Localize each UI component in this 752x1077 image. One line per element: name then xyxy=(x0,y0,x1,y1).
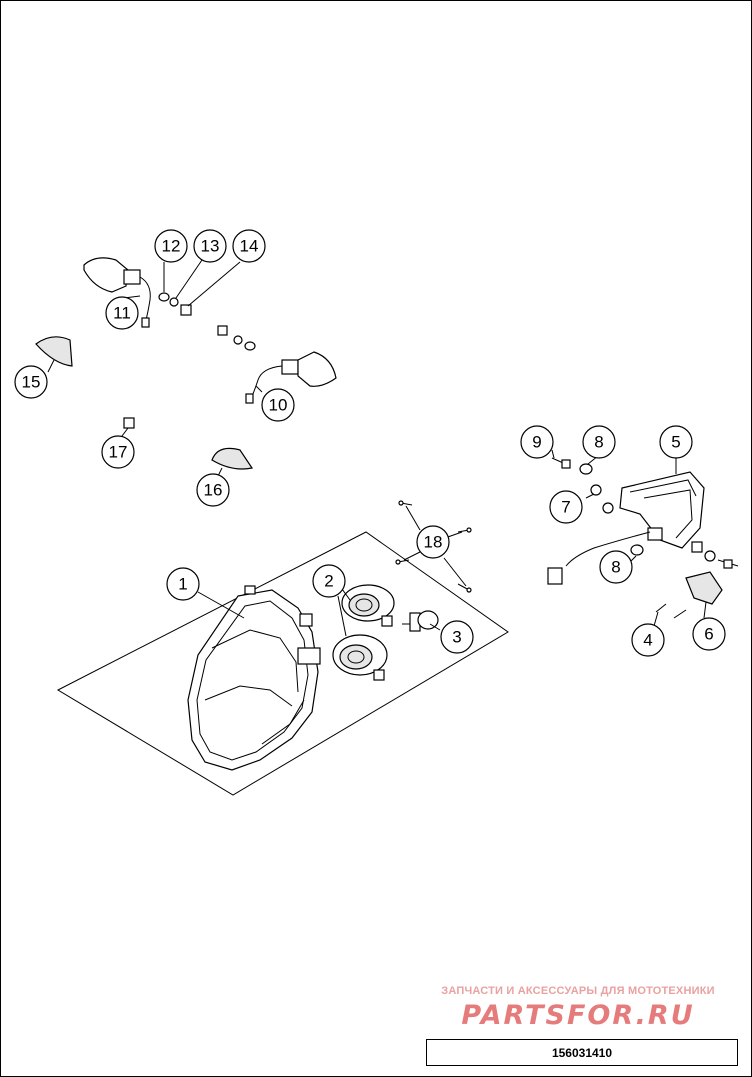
headlight-assembly-outline xyxy=(56,531,509,796)
callout-6[interactable]: 6 xyxy=(692,617,726,651)
part-5-license-plate-holder[interactable] xyxy=(547,471,705,585)
callout-5[interactable]: 5 xyxy=(659,425,693,459)
callout-1[interactable]: 1 xyxy=(166,567,200,601)
part-14-nut[interactable] xyxy=(180,304,192,316)
callout-8-upper-label: 8 xyxy=(594,433,603,452)
part-8-nut-upper[interactable] xyxy=(579,463,593,475)
callout-3-label: 3 xyxy=(452,628,461,647)
callout-11-label: 11 xyxy=(113,304,131,323)
callout-7[interactable]: 7 xyxy=(549,490,583,524)
watermark-logo: PARTSFOR.RU xyxy=(461,1000,695,1031)
callout-13[interactable]: 13 xyxy=(193,229,227,263)
callout-8-lower-label: 8 xyxy=(611,558,620,577)
part-16-turn-signal-cover[interactable] xyxy=(211,447,253,470)
callout-17-label: 17 xyxy=(109,443,128,462)
callout-3[interactable]: 3 xyxy=(440,620,474,654)
callout-18[interactable]: 18 xyxy=(416,525,450,559)
callout-11[interactable]: 11 xyxy=(105,296,139,330)
callout-7-label: 7 xyxy=(561,498,570,517)
callout-13-label: 13 xyxy=(201,237,220,256)
callout-15[interactable]: 15 xyxy=(14,365,48,399)
headlight-assembly-group xyxy=(56,500,509,796)
callout-15-label: 15 xyxy=(22,373,41,392)
callout-10-label: 10 xyxy=(269,396,288,415)
callout-9[interactable]: 9 xyxy=(520,425,554,459)
part-2-projector-lens-lower[interactable] xyxy=(332,634,388,681)
callout-2[interactable]: 2 xyxy=(312,564,346,598)
callout-1-label: 1 xyxy=(178,575,187,594)
watermark-tagline: ЗАПЧАСТИ И АКСЕССУАРЫ ДЛЯ МОТОТЕХНИКИ xyxy=(441,985,715,997)
callout-16[interactable]: 16 xyxy=(196,473,230,507)
part-2-projector-lens-upper[interactable] xyxy=(341,584,395,627)
callout-8-lower[interactable]: 8 xyxy=(599,550,633,584)
part-11-turn-signal-left[interactable] xyxy=(83,257,151,328)
part-4-screws[interactable] xyxy=(655,603,687,619)
part-7-washer[interactable] xyxy=(590,484,602,496)
part-3-bulb[interactable] xyxy=(402,610,439,632)
part-18-screws[interactable] xyxy=(395,500,472,593)
callout-16-label: 16 xyxy=(204,481,223,500)
callout-18-label: 18 xyxy=(424,533,443,552)
diagram-code-box: 156031410 xyxy=(426,1039,738,1066)
callout-4-label: 4 xyxy=(643,631,652,650)
callout-12[interactable]: 12 xyxy=(154,229,188,263)
part-9-screw[interactable] xyxy=(551,457,571,469)
callout-6-label: 6 xyxy=(704,625,713,644)
callout-17[interactable]: 17 xyxy=(101,435,135,469)
rear-mount-bolt[interactable] xyxy=(704,550,739,569)
part-13-washer[interactable] xyxy=(169,297,179,307)
part-15-turn-signal-cover[interactable] xyxy=(35,336,73,367)
callout-5-label: 5 xyxy=(671,433,680,452)
part-6-license-light[interactable] xyxy=(685,571,723,605)
part-1-headlight-housing[interactable] xyxy=(187,585,321,771)
diagram-code: 156031410 xyxy=(551,1045,613,1060)
part-12-washer[interactable] xyxy=(158,292,170,302)
callout-4[interactable]: 4 xyxy=(631,623,665,657)
part-17-bulb-small[interactable] xyxy=(123,417,135,429)
part-10-turn-signal-right[interactable] xyxy=(217,325,337,404)
callout-14-label: 14 xyxy=(240,237,259,256)
callout-14[interactable]: 14 xyxy=(232,229,266,263)
callout-2-label: 2 xyxy=(324,572,333,591)
callout-10[interactable]: 10 xyxy=(261,388,295,422)
callout-8-upper[interactable]: 8 xyxy=(582,425,616,459)
callout-12-label: 12 xyxy=(162,237,181,256)
part-8-nut-lower[interactable] xyxy=(630,544,644,556)
leader-lines xyxy=(47,259,707,637)
callout-9-label: 9 xyxy=(532,433,541,452)
